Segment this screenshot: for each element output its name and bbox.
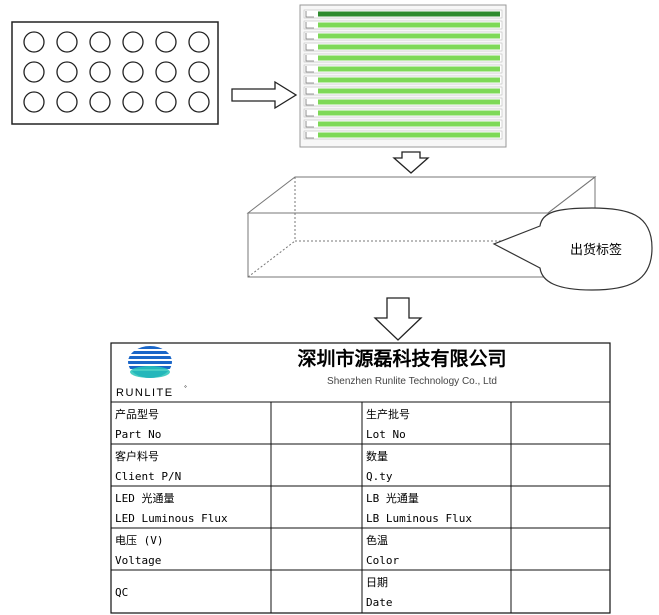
shipping-label: RUNLITE ° 深圳市源磊科技有限公司 Shenzhen Runlite T… [110,342,611,614]
field-qc: QC [115,586,128,599]
field-led-flux-cn: LED 光通量 [115,491,175,505]
component-circle [23,31,45,53]
component-circle [23,91,45,113]
component-circle [89,91,111,113]
field-lb-flux-cn: LB 光通量 [366,491,419,505]
field-qty-cn: 数量 [366,450,388,463]
callout-text: 出货标签 [570,242,622,258]
strip-tray [299,4,507,148]
field-date-cn: 日期 [366,576,388,589]
field-voltage-cn: 电压 (V) [115,534,164,547]
field-client-pn: Client P/N [115,470,181,483]
component-circle [122,61,144,83]
component-circle [89,61,111,83]
led-strip [303,108,503,118]
component-circle [155,91,177,113]
led-strip [303,53,503,63]
led-strip [303,42,503,52]
component-circle [89,31,111,53]
led-strip [303,20,503,30]
field-voltage: Voltage [115,554,161,567]
component-circle [188,61,210,83]
field-lb-flux: LB Luminous Flux [366,512,472,525]
component-array [11,21,219,125]
led-strips [303,9,503,140]
component-circle [56,61,78,83]
component-circle [188,91,210,113]
right-arrow-icon [231,80,298,110]
led-strip [303,64,503,74]
field-date: Date [366,596,393,609]
led-strip [303,86,503,96]
led-strip [303,130,503,140]
led-strip [303,75,503,85]
component-circle [56,31,78,53]
field-client-pn-cn: 客户料号 [115,449,159,463]
field-lot-no: Lot No [366,428,406,441]
led-strip [303,119,503,129]
field-color-cn: 色温 [366,533,388,547]
component-circle [188,31,210,53]
led-strip [303,9,503,19]
component-circle [56,91,78,113]
company-name-en: Shenzhen Runlite Technology Co., Ltd [327,376,497,387]
component-circle [155,61,177,83]
array-frame [11,21,219,125]
field-color: Color [366,554,399,567]
component-circle [23,61,45,83]
field-qty: Q.ty [366,470,393,483]
field-part-no: Part No [115,428,161,441]
field-part-no-cn: 产品型号 [115,407,159,421]
company-name-cn: 深圳市源磊科技有限公司 [297,347,506,370]
svg-text:°: ° [184,385,187,392]
logo-text: RUNLITE [116,387,174,399]
label-frame [110,342,611,614]
component-circle [122,91,144,113]
down-arrow-icon [392,151,430,174]
field-lot-no-cn: 生产批号 [366,407,410,421]
down-arrow-icon [373,297,423,341]
led-strip [303,31,503,41]
shipping-label-callout: 出货标签 [492,207,653,291]
component-circle [155,31,177,53]
runlite-logo: RUNLITE ° [116,346,187,399]
component-circle [122,31,144,53]
component-circles [23,31,210,113]
field-led-flux: LED Luminous Flux [115,512,228,525]
led-strip [303,97,503,107]
